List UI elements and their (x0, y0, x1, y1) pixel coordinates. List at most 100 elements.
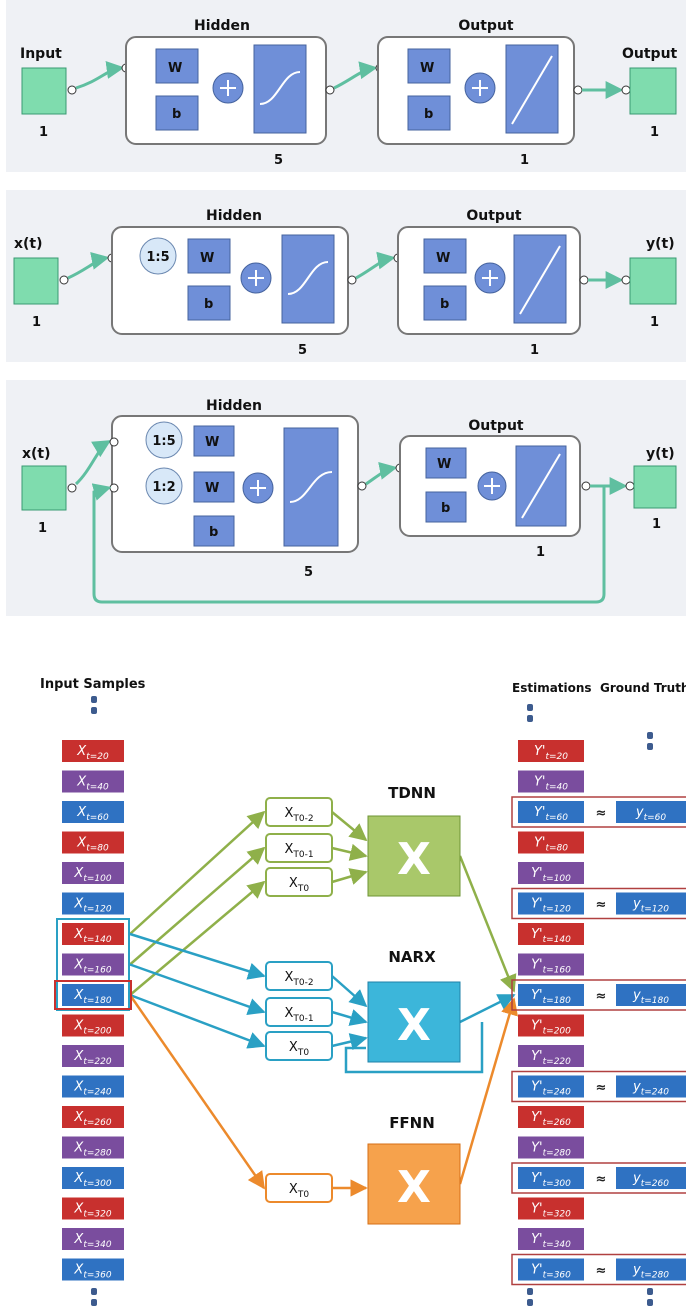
estimation-sample (518, 862, 584, 884)
input-sample-label: Xt=160 (73, 958, 111, 976)
estimation-sample (518, 1167, 584, 1189)
input-weight-block (193, 425, 235, 457)
delay-clock-icon (139, 237, 177, 275)
hidden-output-port (357, 481, 367, 491)
ground-truth-column: ≈yt=60≈yt=120≈yt=180≈yt=240≈yt=260≈yt=28… (511, 796, 686, 1286)
hidden-bias-label: b (209, 525, 218, 540)
connection-arrow (129, 932, 266, 980)
model-symbol: X (397, 1162, 431, 1213)
connection-arrow (129, 880, 266, 996)
result-label: y(t) (646, 236, 675, 252)
ellipsis-dot (527, 704, 533, 711)
network-diagram-tdnn: x(t) 1 Hidden 1:5 W b 5 Output W b 1 y(t… (13, 208, 677, 358)
ellipsis-dot (527, 715, 533, 722)
approx-symbol: ≈ (596, 1172, 607, 1187)
hidden-bias-label: b (172, 107, 181, 122)
ground-truth-label: yt=120 (632, 897, 669, 915)
estimation-sample (518, 831, 584, 854)
output-weight-block (423, 238, 467, 274)
network-diagram-narx: x(t) 1 Hidden 1:5 1:2 W W b 5 Output W b… (21, 398, 677, 604)
estimation-label: Y't=180 (531, 988, 571, 1006)
hidden-bias-block (193, 515, 235, 547)
hidden-weight-block (155, 48, 199, 84)
result-block (629, 67, 677, 115)
estimation-sample (518, 801, 584, 823)
input-sample-label: Xt=320 (73, 1202, 111, 1220)
ground-truth-label: yt=260 (632, 1171, 669, 1189)
hidden-label: Hidden (206, 398, 262, 414)
connection-arrows (128, 810, 518, 1197)
input-sample (62, 1106, 124, 1128)
model-input-label: XT0-1 (284, 1006, 313, 1024)
estimation-label: Y't=360 (531, 1263, 571, 1281)
output-weight-block (407, 48, 451, 84)
ground-truth-label: yt=280 (632, 1263, 669, 1281)
estimation-sample (518, 1136, 584, 1159)
model-name: NARX (388, 948, 436, 966)
ground-truth-label: yt=180 (632, 988, 669, 1006)
input-size: 1 (32, 315, 41, 330)
output-size: 1 (520, 153, 529, 168)
input-sample (62, 1014, 124, 1037)
model-name: TDNN (388, 784, 436, 802)
plus-icon (248, 270, 264, 286)
model-input-chip (265, 997, 333, 1027)
model-box (367, 815, 461, 897)
hidden-to-output-connection (355, 251, 396, 280)
estimation-sample (518, 1197, 584, 1220)
estimation-sample (518, 953, 584, 976)
input-sample (62, 984, 124, 1006)
ellipsis-markers (91, 696, 653, 1306)
hidden-output-port (347, 275, 357, 285)
hidden-label: Hidden (206, 208, 262, 224)
ellipsis-dot (647, 1288, 653, 1295)
estimation-match-box (511, 979, 686, 1011)
hidden-size: 5 (304, 565, 313, 580)
hidden-to-output-connection (365, 462, 398, 486)
input-sample-label: Xt=340 (73, 1232, 111, 1250)
ellipsis-dot (91, 1288, 97, 1295)
estimation-sample (518, 892, 584, 915)
input-sample-label: Xt=260 (73, 1110, 111, 1128)
ellipsis-dot (91, 707, 97, 714)
connection-arrow (129, 810, 266, 935)
tansig-icon (287, 261, 329, 295)
output-size: 1 (530, 343, 539, 358)
result-port (621, 85, 631, 95)
estimation-sample (518, 1228, 584, 1250)
model-input-label: XT0 (289, 1040, 309, 1058)
estimation-match-box (511, 887, 686, 920)
estimation-match-box (511, 1162, 686, 1194)
estimation-sample (518, 1258, 584, 1281)
purelin-icon (521, 453, 561, 519)
input-sample (62, 1075, 124, 1098)
purelin-icon (511, 55, 553, 125)
estimation-label: Y't=40 (534, 775, 568, 793)
input-sample-label: Xt=280 (73, 1141, 111, 1159)
input-sample-label: Xt=220 (73, 1049, 111, 1067)
estimation-sample (518, 1014, 584, 1037)
estimation-label: Y't=280 (531, 1141, 571, 1159)
model-input-chip (265, 833, 333, 863)
estimation-label: Y't=20 (534, 744, 568, 762)
output-bias-block (423, 285, 467, 321)
result-label: y(t) (646, 446, 675, 462)
output-layer-label: Output (458, 18, 514, 34)
connection-arrow (129, 846, 266, 966)
estimation-label: Y't=320 (531, 1202, 571, 1220)
input-sample-label: Xt=200 (73, 1019, 111, 1037)
output-weight-label: W (437, 457, 451, 472)
hidden-input-port (109, 437, 119, 447)
ground-truth-sample (616, 892, 686, 915)
delay-feedback-label: 1:2 (152, 480, 175, 495)
ground-truth-title: Ground Truth (600, 681, 686, 695)
connection-arrow (458, 997, 518, 1185)
input-block (21, 465, 67, 511)
approx-symbol: ≈ (596, 898, 607, 913)
feedback-weight-label: W (205, 481, 219, 496)
approx-symbol: ≈ (596, 806, 607, 821)
estimation-sample (518, 740, 584, 762)
model-input-chip (265, 867, 333, 897)
hidden-weight-label: W (200, 251, 214, 266)
plus-icon (250, 480, 266, 496)
